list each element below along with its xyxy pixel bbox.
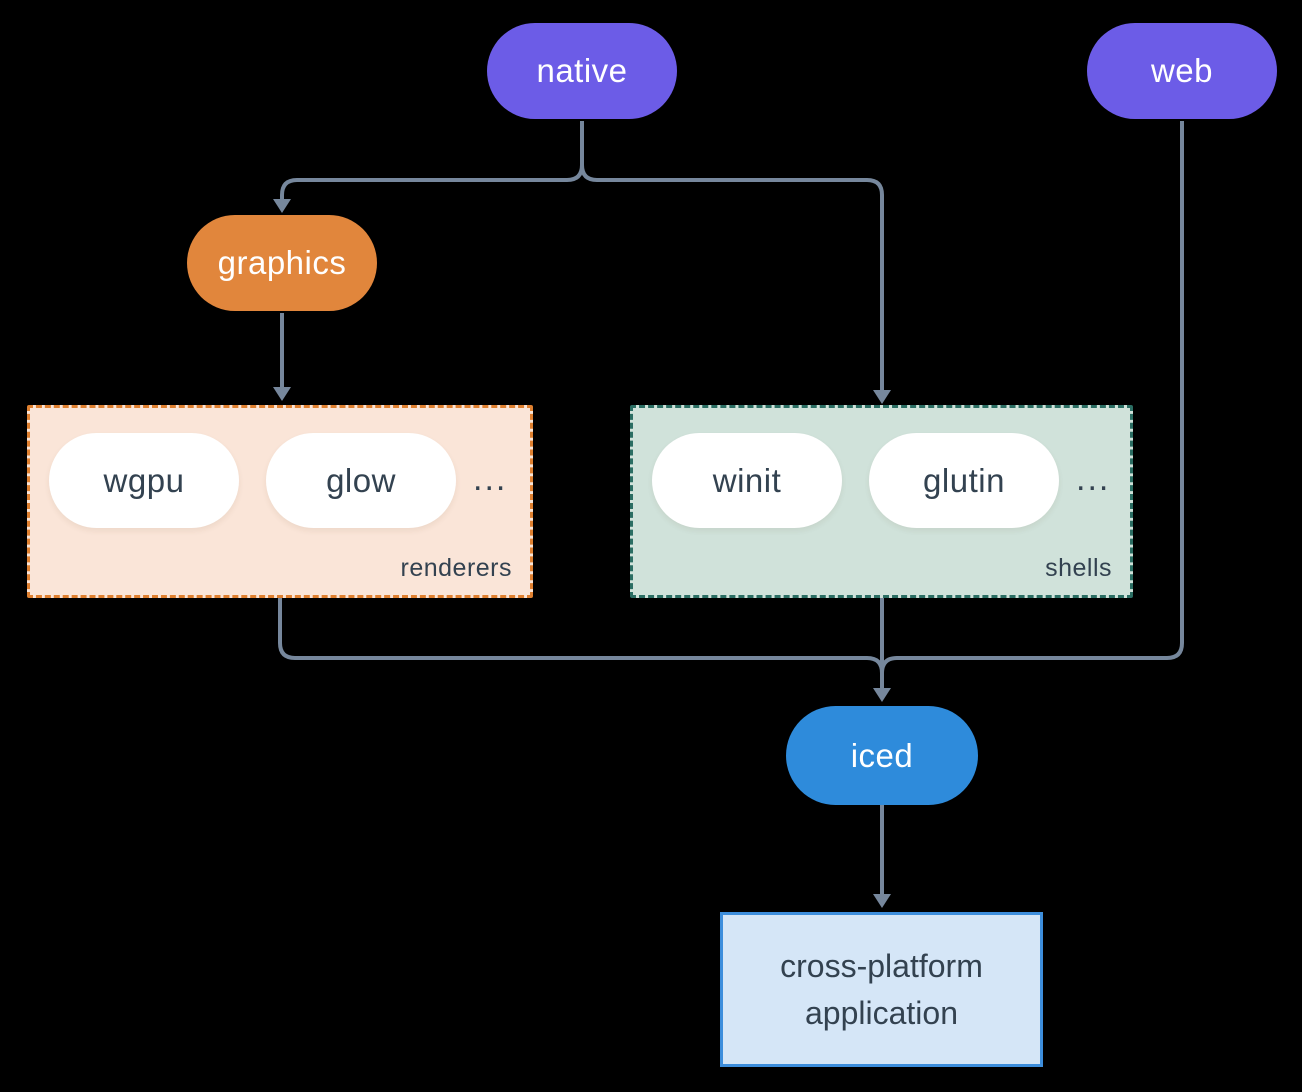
node-iced: iced [786,706,978,805]
arrow-down-icon [873,390,891,404]
group-renderers: wgpu glow ... renderers [27,405,533,598]
node-wgpu-label: wgpu [103,461,185,499]
edge-native-shells [580,121,884,390]
node-wgpu: wgpu [49,433,239,528]
arrow-down-icon [873,894,891,908]
renderers-group-label: renderers [400,554,512,582]
node-native-label: native [536,52,628,89]
arrow-down-icon [273,199,291,213]
node-cross-platform-application: cross-platform application [720,912,1043,1067]
node-glutin: glutin [869,433,1059,528]
node-graphics-label: graphics [217,244,347,281]
node-web: web [1087,23,1277,119]
node-winit: winit [652,433,842,528]
group-shells: winit glutin ... shells [630,405,1133,598]
application-label-line2: application [805,994,958,1031]
renderers-ellipsis: ... [473,460,508,498]
node-glutin-label: glutin [923,461,1005,499]
node-winit-label: winit [712,461,782,499]
node-glow: glow [266,433,456,528]
arrow-down-icon [273,387,291,401]
node-glow-label: glow [326,461,396,499]
arrow-down-icon [873,688,891,702]
edge-renderers-iced [278,598,884,680]
node-web-label: web [1150,52,1214,89]
node-graphics: graphics [187,215,377,311]
node-native: native [487,23,677,119]
shells-group-label: shells [1045,554,1112,582]
node-iced-label: iced [850,736,914,774]
edge-native-graphics [280,121,584,199]
shells-ellipsis: ... [1076,460,1111,498]
application-label-line1: cross-platform [780,947,983,984]
